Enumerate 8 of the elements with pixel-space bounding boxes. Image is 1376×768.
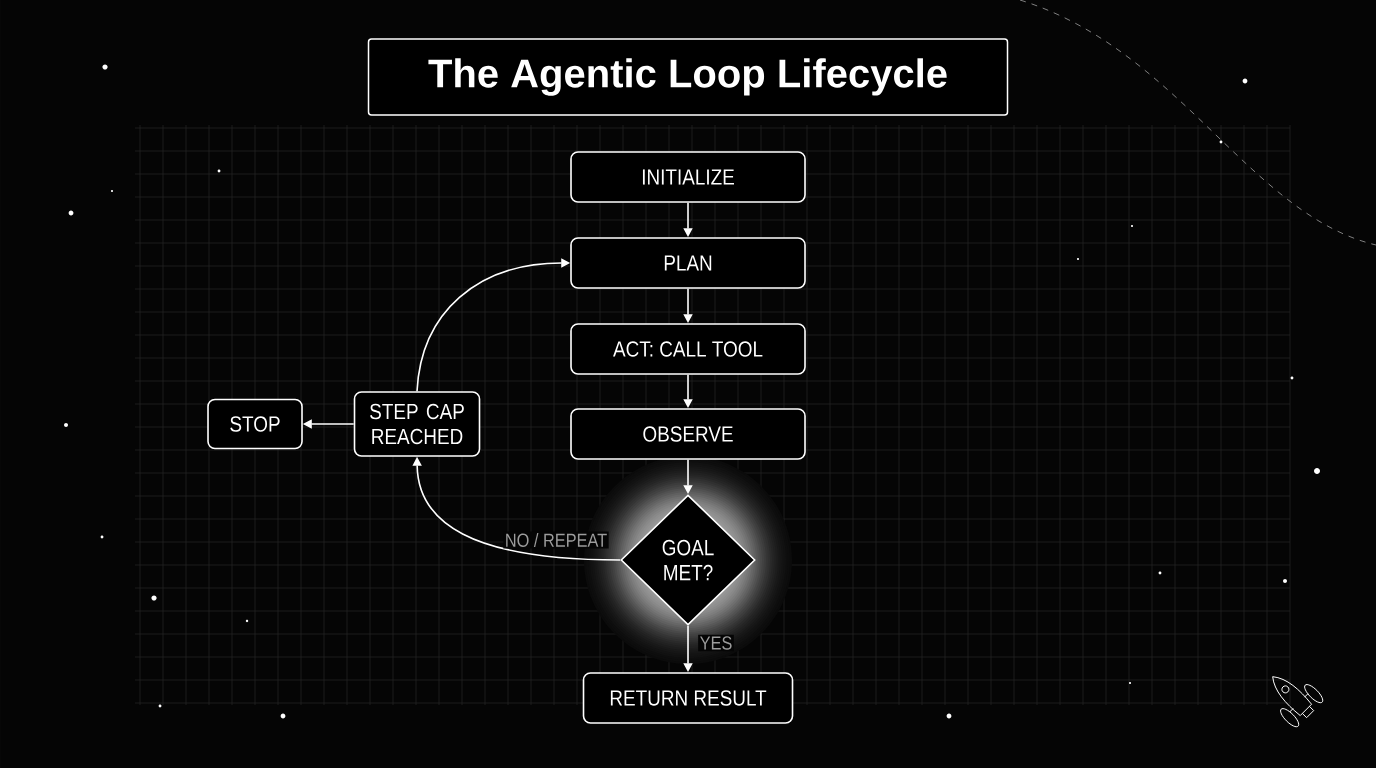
process-box: ACT: CALL TOOL: [570, 323, 806, 375]
process-box: RETURN RESULT: [582, 672, 794, 724]
process-box: INITIALIZE: [570, 151, 806, 203]
process-box: STOP: [207, 398, 303, 450]
process-box: OBSERVE: [570, 408, 806, 460]
process-box: STEP CAP REACHED: [353, 391, 481, 457]
title-box: The Agentic Loop Lifecycle: [367, 38, 1009, 116]
process-box: PLAN: [570, 237, 806, 289]
